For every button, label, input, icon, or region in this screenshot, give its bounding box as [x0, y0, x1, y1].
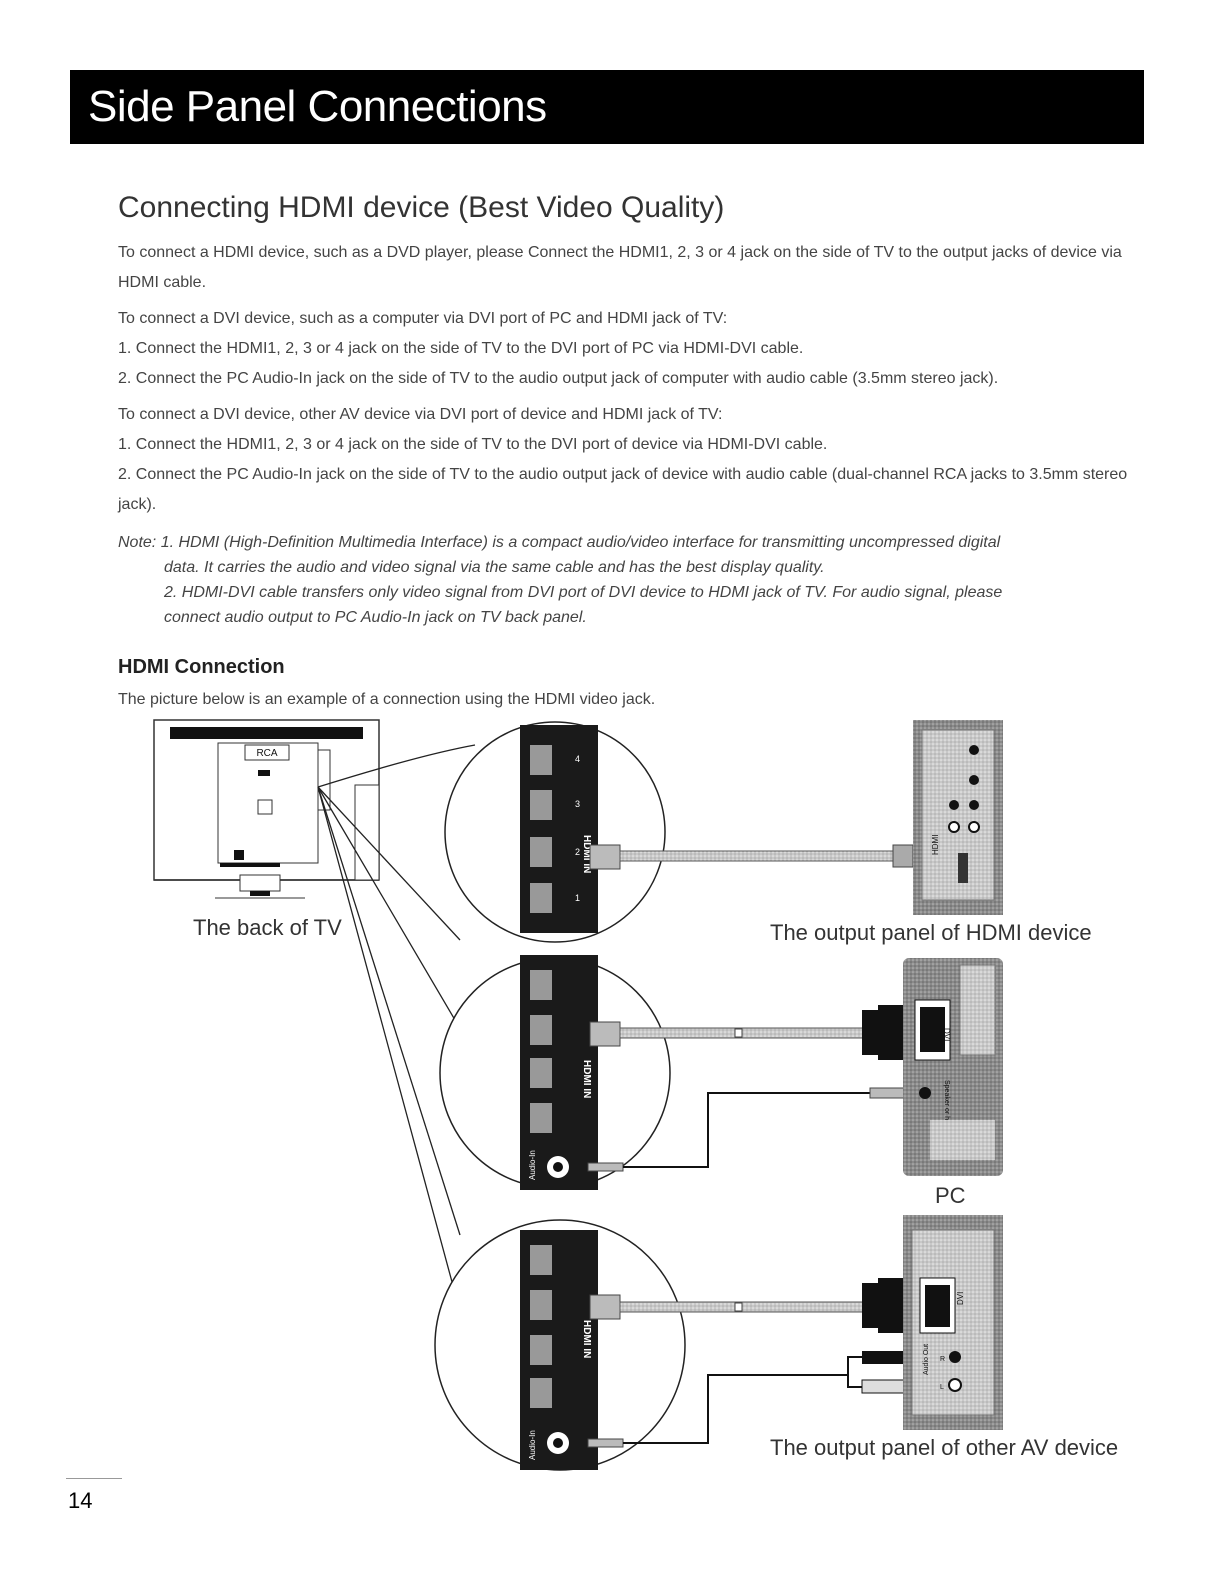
caption-av-device: The output panel of other AV device	[770, 1435, 1119, 1460]
tv-back: RCA	[153, 719, 380, 899]
cable-hdmi	[619, 844, 914, 868]
section-title: Connecting HDMI device (Best Video Quali…	[118, 191, 725, 224]
connection-diagram: RCA	[0, 715, 1224, 1495]
note-line-2: 2. HDMI-DVI cable transfers only video s…	[164, 584, 1003, 601]
port-number-2: 2	[575, 847, 580, 857]
content: Connecting HDMI device (Best Video Quali…	[118, 190, 1138, 721]
connector-lines	[317, 744, 476, 1294]
av-dvi-label: DVI	[956, 1292, 965, 1305]
port-number-3: 3	[575, 799, 580, 809]
paragraph-dvi-pc: To connect a DVI device, such as a compu…	[118, 310, 728, 327]
paragraph-dvi-av-step2: 2. Connect the PC Audio-In jack on the s…	[118, 466, 1128, 513]
note-line-1b: data. It carries the audio and video sig…	[164, 559, 825, 576]
hdmi-in-label-2: HDMI IN	[581, 1060, 592, 1098]
page-number: 14	[68, 1488, 93, 1513]
hdmi-in-label-3: HDMI IN	[581, 1320, 592, 1358]
caption-pc: PC	[935, 1183, 966, 1208]
av-device-panel: DVI Audio Out R L	[903, 1215, 1003, 1430]
paragraph-dvi-av-step1: 1. Connect the HDMI1, 2, 3 or 4 jack on …	[118, 436, 828, 453]
pc-panel: DVI Speaker or headphone	[903, 958, 1003, 1176]
note-line-1: Note: 1. HDMI (High-Definition Multimedi…	[118, 534, 1001, 551]
zoom-circle-1: 4 3 2 1 HDMI IN	[444, 721, 666, 943]
subsection-title: HDMI Connection	[118, 656, 285, 678]
paragraph-dvi-pc-step1: 1. Connect the HDMI1, 2, 3 or 4 jack on …	[118, 340, 804, 357]
port-number-4: 4	[575, 754, 580, 764]
av-audio-label: Audio Out	[923, 1344, 930, 1375]
note-block: Note: 1. HDMI (High-Definition Multimedi…	[118, 530, 1138, 630]
zoom-circle-3: HDMI IN Audio-In	[434, 1219, 686, 1471]
pc-dvi-label: DVI	[942, 1028, 951, 1041]
pc-audio-label: Speaker or headphone	[943, 1080, 950, 1151]
paragraph-dvi-pc-step2: 2. Connect the PC Audio-In jack on the s…	[118, 370, 999, 387]
av-audio-r: R	[940, 1356, 945, 1363]
page-title: Side Panel Connections	[88, 82, 547, 131]
page-number-divider	[66, 1478, 122, 1479]
port-number-1: 1	[575, 893, 580, 903]
hdmi-device-label: HDMI	[931, 835, 940, 855]
tv-logo: RCA	[256, 748, 277, 759]
audio-in-label-3: Audio-In	[528, 1430, 537, 1460]
caption-hdmi-device: The output panel of HDMI device	[770, 920, 1092, 945]
hdmi-in-label: HDMI IN	[581, 835, 592, 873]
av-audio-l: L	[940, 1384, 944, 1391]
diagram-svg: RCA	[153, 719, 1003, 1471]
audio-in-label-2: Audio-In	[528, 1150, 537, 1180]
header-bar: Side Panel Connections	[70, 70, 1144, 144]
caption-tv: The back of TV	[193, 915, 342, 940]
paragraph-hdmi: To connect a HDMI device, such as a DVD …	[118, 244, 1122, 291]
paragraph-dvi-av: To connect a DVI device, other AV device…	[118, 406, 723, 423]
zoom-circle-2: HDMI IN Audio-In	[439, 955, 671, 1190]
note-line-2b: connect audio output to PC Audio-In jack…	[164, 609, 587, 626]
hdmi-device-panel: HDMI	[913, 720, 1003, 915]
subsection-text: The picture below is an example of a con…	[118, 691, 656, 708]
